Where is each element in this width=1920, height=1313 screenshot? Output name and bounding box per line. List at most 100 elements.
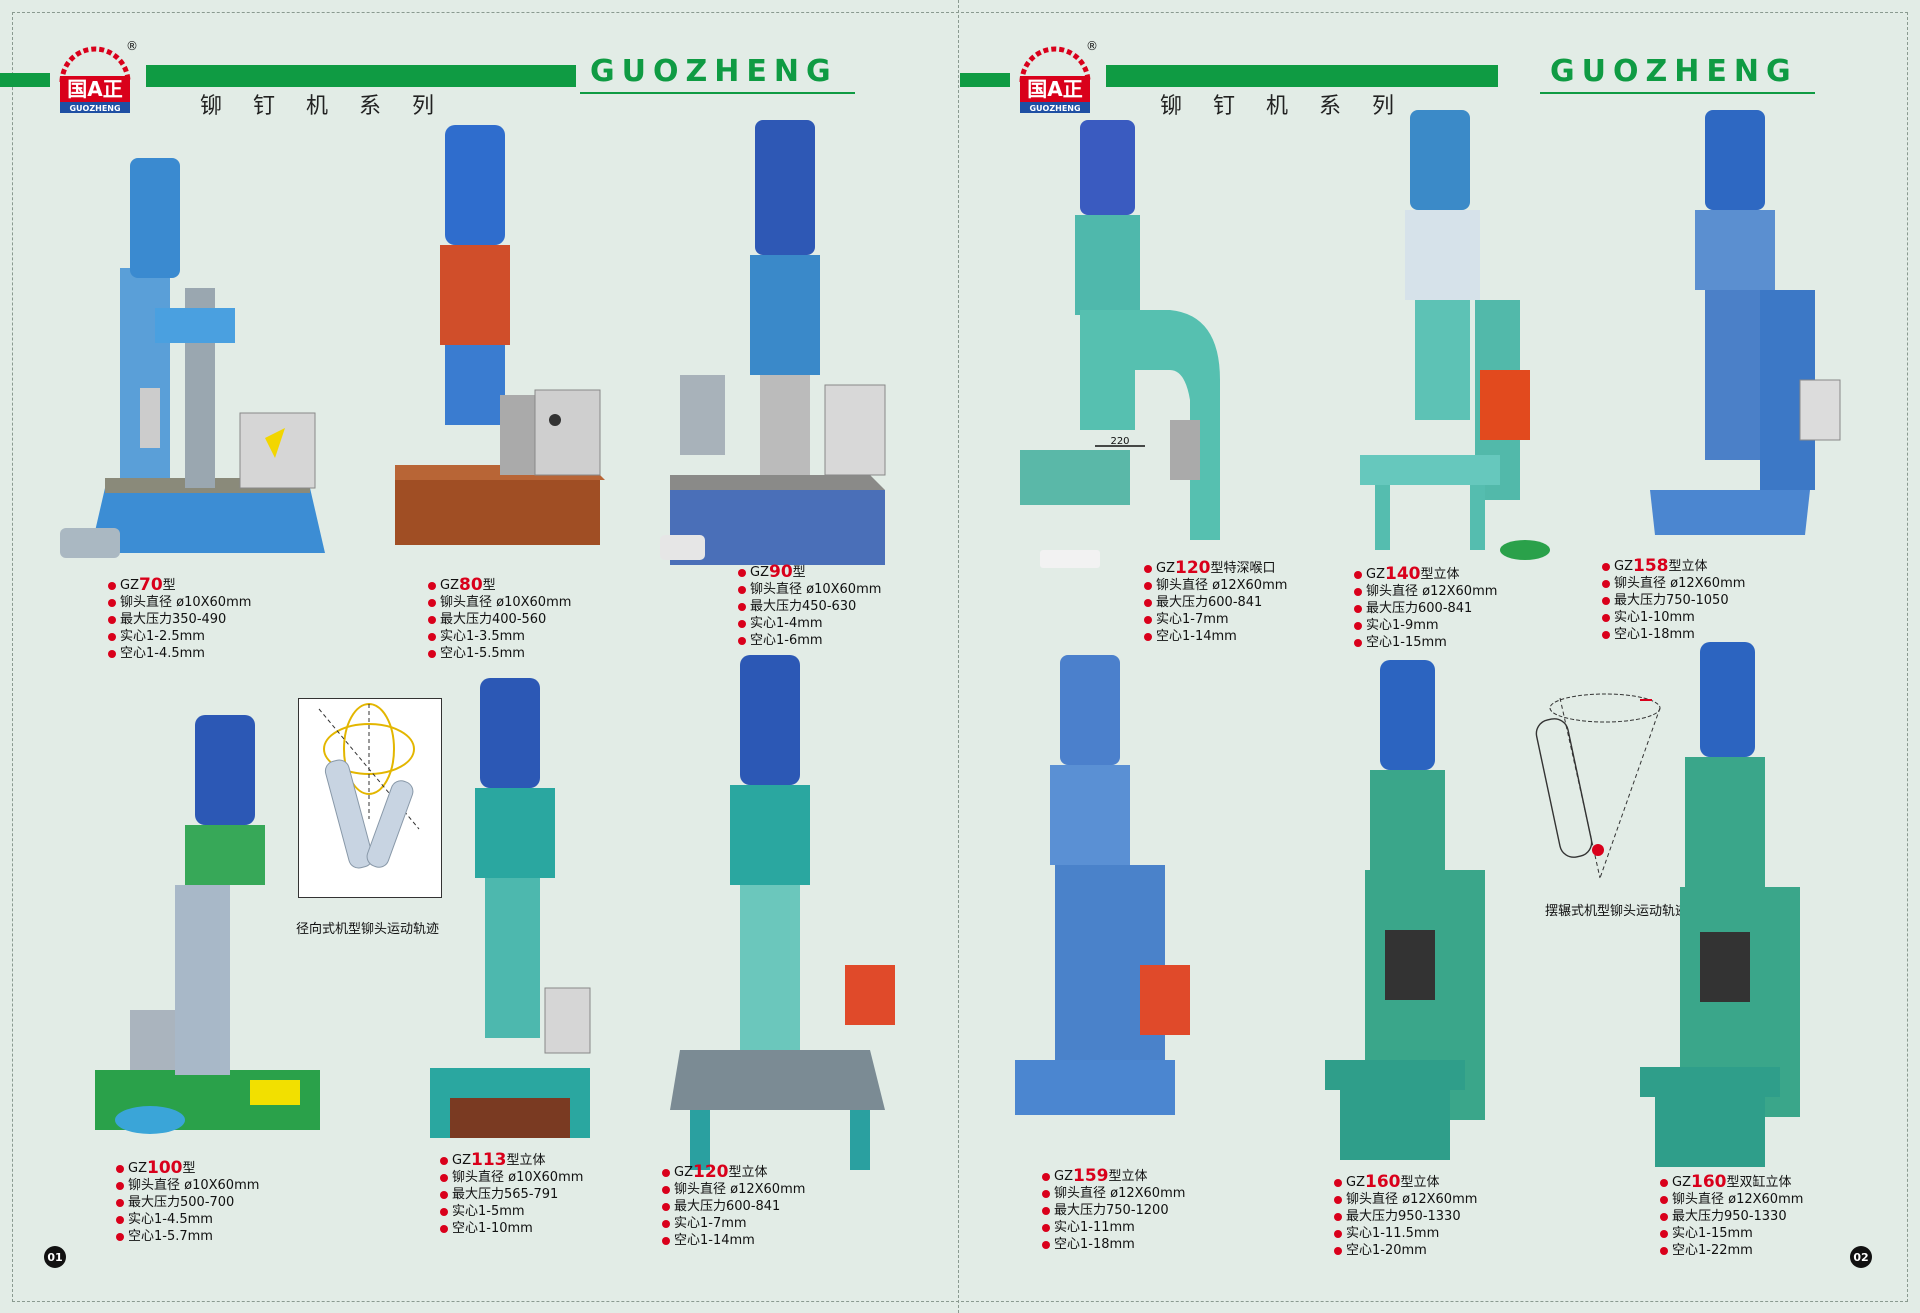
model-suffix: 型立体 [728,1165,768,1180]
bullet-icon [1334,1178,1342,1187]
bullet-icon [440,1173,448,1182]
bullet-icon [1354,621,1362,630]
page-number-right: 02 [1850,1246,1872,1268]
spec-max-pressure: 最大压力750-1200 [1054,1203,1169,1218]
bullet-icon [1144,615,1152,624]
brand-logo: 国A正 GUOZHENG ® [1019,39,1098,113]
bullet-icon [1602,579,1610,588]
bullet-icon [108,615,116,624]
bullet-icon [1144,632,1152,641]
bullet-icon [1042,1189,1050,1198]
bullet-icon [738,602,746,611]
bullet-icon [662,1236,670,1245]
model-suffix: 型 [182,1161,196,1176]
model-suffix: 型 [482,578,496,593]
spec-max-pressure: 最大压力600-841 [1156,595,1263,610]
spec-max-pressure: 最大压力565-791 [452,1187,559,1202]
spec-solid: 实心1-4.5mm [128,1212,213,1227]
bullet-icon [440,1224,448,1233]
machine-image-gz120-left [670,655,895,1170]
model-suffix: 型立体 [1108,1169,1148,1184]
model-prefix: GZ [452,1153,471,1168]
bullet-icon [1660,1212,1668,1221]
model-number: 140 [1384,564,1421,584]
model-prefix: GZ [750,565,769,580]
spec-solid: 实心1-11.5mm [1346,1226,1440,1241]
bullet-icon [1354,638,1362,647]
spec-hollow: 空心1-22mm [1672,1243,1753,1258]
bullet-icon [116,1164,124,1173]
spec-hollow: 空心1-15mm [1366,635,1447,650]
model-number: 120 [1174,558,1211,578]
bullet-icon [1660,1195,1668,1204]
bullet-icon [738,636,746,645]
model-prefix: GZ [128,1161,147,1176]
model-prefix: GZ [1346,1175,1365,1190]
spec-hollow: 空心1-5.5mm [440,646,525,661]
header-underline [1540,92,1815,94]
bullet-icon [738,619,746,628]
bullet-icon [440,1190,448,1199]
spec-rivet-diameter: 铆头直径 ø10X60mm [440,595,572,610]
bullet-icon [108,632,116,641]
bullet-icon [108,598,116,607]
logo-subtext: GUOZHENG [69,104,120,113]
bullet-icon [428,649,436,658]
swing-diagram-caption: 摆辗式机型铆头运动轨迹 [1545,904,1689,919]
bullet-icon [116,1215,124,1224]
bullet-icon [738,585,746,594]
machine-image-gz120-deep-throat: 220 [1020,120,1220,568]
bullet-icon [1042,1206,1050,1215]
spec-max-pressure: 最大压力600-841 [1366,601,1473,616]
machine-image-gz70 [60,158,325,558]
bullet-icon [662,1168,670,1177]
spec-max-pressure: 最大压力950-1330 [1672,1209,1787,1224]
model-prefix: GZ [1054,1169,1073,1184]
registered-mark: ® [1086,39,1098,53]
model-number: 160 [1364,1172,1401,1192]
model-suffix: 型 [162,578,176,593]
bullet-icon [738,568,746,577]
model-number: 70 [138,575,163,595]
bullet-icon [662,1202,670,1211]
brand-name: GUOZHENG [1550,54,1798,89]
machine-image-gz90 [660,120,886,565]
machine-image-gz159 [1015,655,1190,1115]
logo-text: 国A正 [67,77,122,101]
bullet-icon [116,1232,124,1241]
bullet-icon [1334,1195,1342,1204]
model-suffix: 型特深喉口 [1210,561,1276,576]
page-spine [958,0,959,1313]
spec-rivet-diameter: 铆头直径 ø10X60mm [750,582,882,597]
model-prefix: GZ [674,1165,693,1180]
bullet-icon [662,1185,670,1194]
bullet-icon [1660,1246,1668,1255]
swing-motion-diagram [1535,693,1661,879]
spec-max-pressure: 最大压力950-1330 [1346,1209,1461,1224]
radial-motion-diagram [298,698,442,898]
header-underline [580,92,855,94]
spec-max-pressure: 最大压力500-700 [128,1195,235,1210]
machine-image-gz160 [1325,660,1485,1160]
model-number: 120 [692,1162,729,1182]
machine-image-gz140 [1360,110,1550,560]
bullet-icon [1334,1229,1342,1238]
logo-text: 国A正 [1027,77,1082,101]
page-number-left: 01 [44,1246,66,1268]
